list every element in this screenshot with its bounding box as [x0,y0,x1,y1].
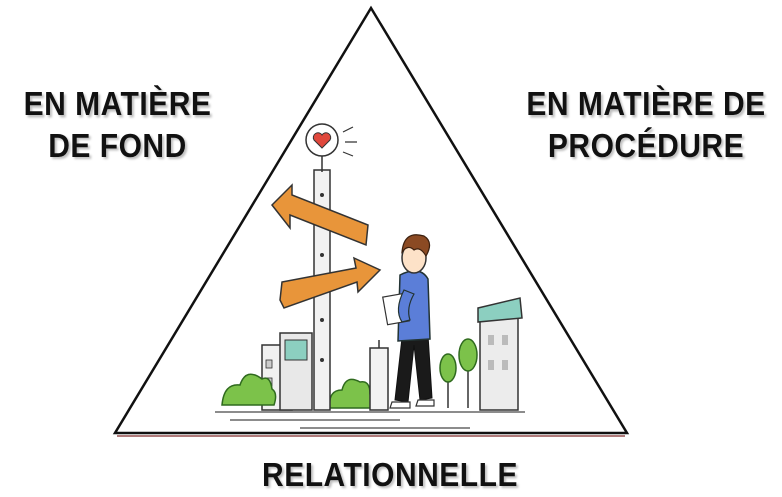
trees-right [439,338,478,408]
signpost-person-illustration [215,123,525,429]
label-procedure-line-2: PROCÉDURE [547,127,745,164]
building-small [369,340,389,411]
label-fond: EN MATIÈRE DE FOND [10,84,225,167]
arrow-right-sign [279,256,382,309]
building-left [261,332,313,411]
label-relationnelle: RELATIONNELLE [200,455,580,496]
label-relationnelle-text: RELATIONNELLE [262,457,518,494]
heart-icon [305,123,357,157]
label-fond-line-1: EN MATIÈRE [23,86,212,123]
label-procedure-line-1: EN MATIÈRE DE [526,86,766,123]
ground-lines [215,411,525,429]
person-figure [382,234,435,409]
arrow-left-sign [271,183,369,247]
label-fond-line-2: DE FOND [48,127,187,164]
building-right [477,297,523,411]
label-procedure: EN MATIÈRE DE PROCÉDURE [512,84,780,167]
bush-left [221,373,277,406]
